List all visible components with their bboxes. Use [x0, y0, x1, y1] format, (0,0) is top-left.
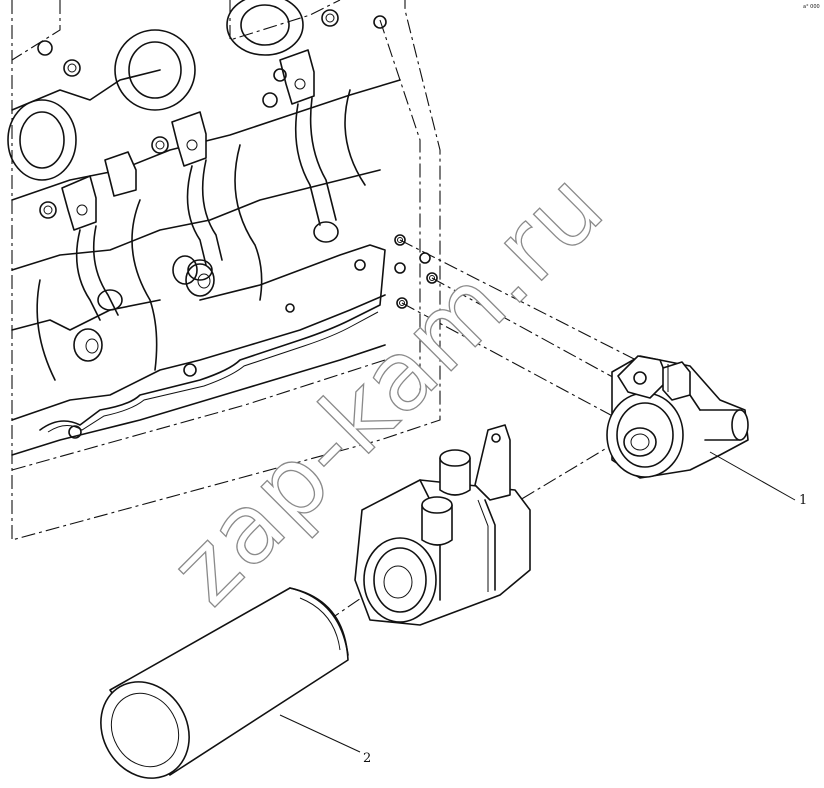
- pushrod-tubes: [75, 97, 339, 321]
- block-studs: [37, 9, 387, 219]
- engine-block: [7, 0, 441, 541]
- mounting-holes: [394, 234, 438, 309]
- rocker-brackets: [61, 49, 315, 231]
- oil-cooler: [354, 424, 531, 626]
- cylinder-bores: [7, 0, 304, 181]
- callout-leaders: [279, 451, 796, 753]
- callout-1: 1: [799, 493, 807, 508]
- oil-filter-part-2: [100, 587, 349, 779]
- lower-bosses: [73, 255, 215, 362]
- corner-mark: a° 000: [803, 4, 820, 10]
- callout-2: 2: [363, 751, 371, 766]
- filter-head-part-1: [606, 355, 749, 479]
